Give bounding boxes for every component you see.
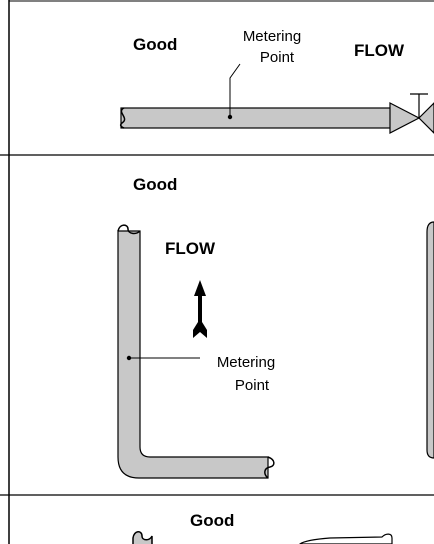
panel-1-flow-label: FLOW xyxy=(354,41,405,60)
panel-2: Good FLOW Metering Point xyxy=(117,175,434,479)
panel-1-metering-label-line2: Point xyxy=(260,49,295,66)
panel-1-rating: Good xyxy=(133,35,177,54)
panel-2-flow-arrow-icon xyxy=(193,280,207,338)
panel-3: Good xyxy=(132,511,393,544)
panel-3-pipe-stub xyxy=(132,531,153,544)
panel-1-pipe xyxy=(120,107,392,129)
panel-3-partial-pipe xyxy=(299,533,393,544)
panel-2-pipe-break-top xyxy=(117,224,141,235)
panel-2-partial-pipe-right xyxy=(426,221,434,459)
panel-2-metering-label-line2: Point xyxy=(235,377,270,394)
panel-2-flow-label: FLOW xyxy=(165,239,216,258)
panel-1-valve-right xyxy=(418,102,434,134)
panel-2-metering-label-line1: Metering xyxy=(217,354,275,371)
panel-1-metering-leader xyxy=(229,63,241,117)
panel-1-valve-left xyxy=(389,102,421,134)
panel-2-rating: Good xyxy=(133,175,177,194)
panel-2-metering-point xyxy=(126,355,132,361)
panel-1-pipe-break xyxy=(119,107,126,129)
panel-1: Good Metering Point FLOW xyxy=(119,28,434,134)
panel-3-rating: Good xyxy=(190,511,234,530)
panel-1-metering-point xyxy=(227,114,233,120)
panel-2-pipe-break-right xyxy=(264,456,275,479)
panel-1-metering-label-line1: Metering xyxy=(243,28,301,45)
